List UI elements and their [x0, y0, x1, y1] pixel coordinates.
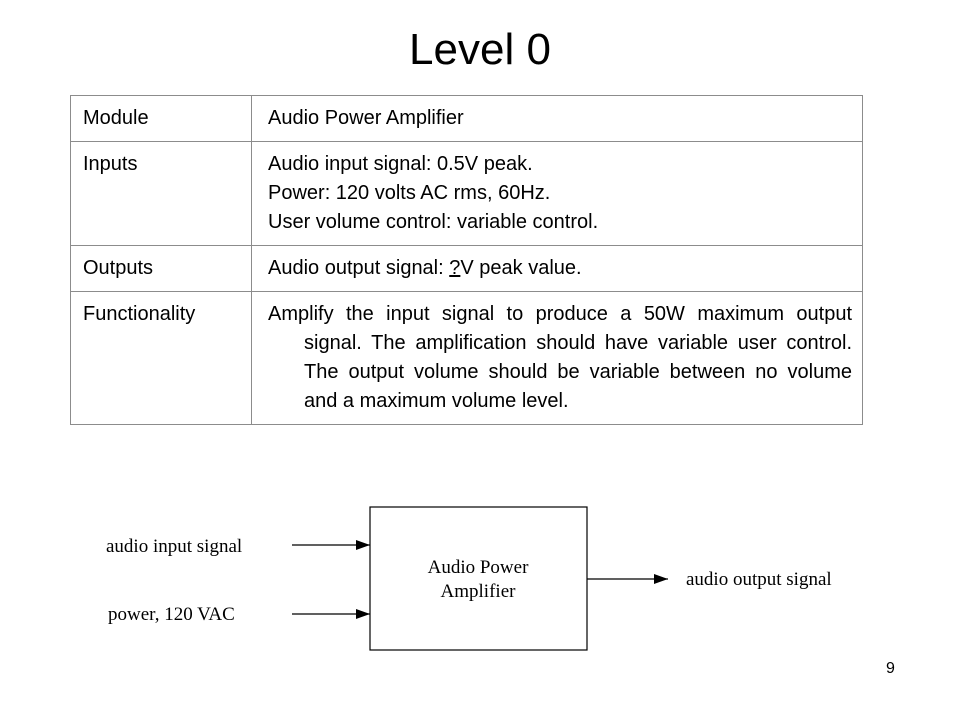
amplifier-block [369, 506, 588, 651]
output-text-pre: Audio output signal: [268, 257, 450, 279]
row-value: Audio Power Amplifier [251, 95, 863, 142]
input-label-audio: audio input signal [106, 536, 242, 557]
row-value: Audio input signal: 0.5V peak. Power: 12… [251, 141, 863, 246]
functionality-text: Amplify the input signal to produce a 50… [268, 303, 852, 412]
output-text-post: V peak value. [460, 257, 582, 279]
table-row-module: Module Audio Power Amplifier [70, 95, 863, 142]
row-key: Outputs [70, 245, 252, 292]
slide-title: Level 0 [409, 25, 551, 74]
row-key: Functionality [70, 291, 252, 425]
row-value: Audio output signal: ?V peak value. [251, 245, 863, 292]
block-label-line1: Audio Power [428, 557, 529, 578]
table-row-inputs: Inputs Audio input signal: 0.5V peak. Po… [70, 141, 863, 246]
page-number: 9 [886, 660, 895, 677]
table-row-outputs: Outputs Audio output signal: ?V peak val… [70, 245, 863, 292]
block-diagram: audio input signal power, 120 VAC Audio … [106, 506, 832, 651]
value-line: Power: 120 volts AC rms, 60Hz. [268, 182, 551, 204]
row-value: Amplify the input signal to produce a 50… [251, 291, 863, 425]
value-line: Audio Power Amplifier [268, 107, 464, 129]
module-spec-table: Module Audio Power Amplifier Inputs Audi… [70, 95, 863, 425]
value-line: Audio input signal: 0.5V peak. [268, 153, 533, 175]
value-line: User volume control: variable control. [268, 211, 599, 233]
input-label-power: power, 120 VAC [108, 604, 235, 625]
output-unknown-mark: ? [449, 257, 461, 279]
block-label-line2: Amplifier [441, 581, 517, 602]
row-key: Inputs [70, 141, 252, 246]
table-row-functionality: Functionality Amplify the input signal t… [70, 291, 863, 425]
row-key: Module [70, 95, 252, 142]
output-label: audio output signal [686, 569, 832, 590]
